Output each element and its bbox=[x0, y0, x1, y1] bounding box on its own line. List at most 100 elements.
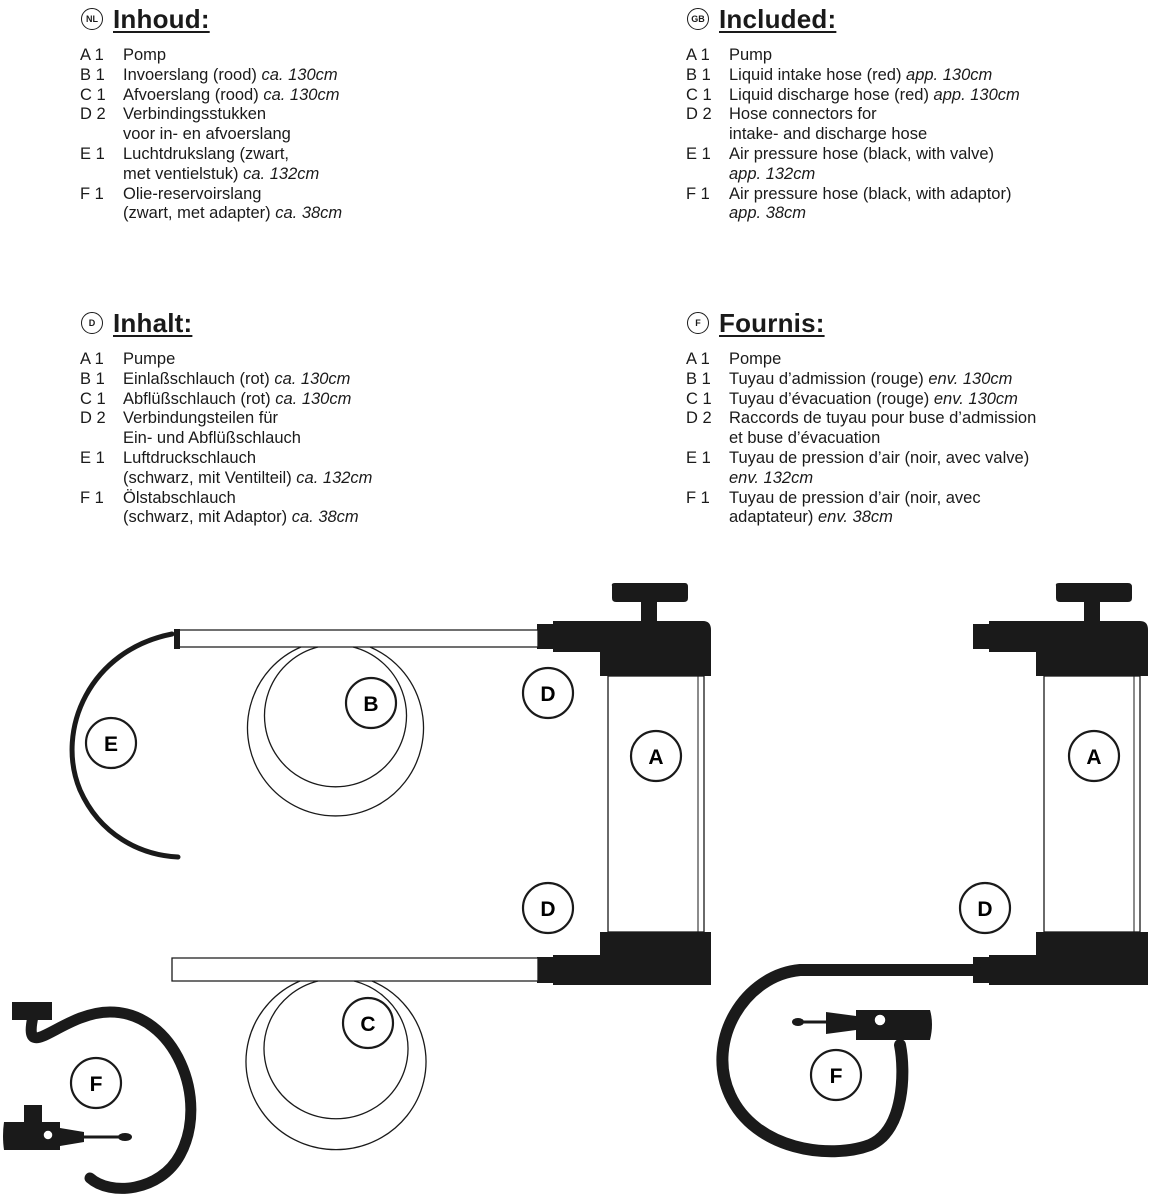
item-code: C 1 bbox=[686, 389, 712, 408]
item-description: Pompe bbox=[729, 350, 1151, 370]
label-f-left: F bbox=[69, 1056, 123, 1110]
pump-left bbox=[537, 583, 711, 985]
item-description: Liquid intake hose (red) app. 130cm bbox=[729, 66, 1151, 86]
pump-bottom-cap bbox=[1022, 932, 1148, 985]
description-text: intake- and discharge hose bbox=[729, 125, 928, 144]
length-spec: app. 38cm bbox=[729, 204, 807, 223]
description-text: (schwarz, mit Ventilteil) bbox=[123, 468, 297, 487]
description-text: Tuyau de pression d’air (noir, avec bbox=[729, 488, 981, 507]
pump-right bbox=[973, 583, 1148, 985]
section-title: Fournis: bbox=[719, 307, 825, 338]
description-line: (schwarz, mit Ventilteil) ca. 132cm bbox=[123, 469, 550, 489]
description-line: Pomp bbox=[123, 46, 550, 66]
pump-bottom-cap bbox=[586, 932, 711, 985]
section-heading: D Inhalt: bbox=[80, 306, 550, 340]
description-line: Luchtdrukslang (zwart, bbox=[123, 145, 550, 165]
description-text: Air pressure hose (black, with valve) bbox=[729, 144, 995, 163]
label-d-top: D bbox=[521, 666, 575, 720]
item-code: B 1 bbox=[80, 65, 105, 84]
description-text: Abflüßschlauch (rot) bbox=[123, 389, 276, 408]
description-line: intake- and discharge hose bbox=[729, 125, 1151, 145]
section-title: Inhalt: bbox=[113, 307, 193, 338]
item-code: C 1 bbox=[80, 389, 106, 408]
item-description: Pump bbox=[729, 46, 1151, 66]
description-line: Raccords de tuyau pour buse d’admission bbox=[729, 409, 1151, 429]
label-text: E bbox=[104, 733, 118, 756]
description-line: (schwarz, mit Adaptor) ca. 38cm bbox=[123, 508, 550, 528]
length-spec: env. 130cm bbox=[928, 369, 1013, 388]
item-code: F 1 bbox=[686, 488, 710, 507]
description-text: adaptateur) bbox=[729, 508, 818, 527]
description-text: Ein- und Abflüßschlauch bbox=[123, 429, 301, 448]
length-spec: ca. 130cm bbox=[275, 389, 352, 408]
label-text: F bbox=[90, 1073, 103, 1096]
description-text: Olie-reservoirslang bbox=[123, 184, 262, 203]
length-spec: app. 132cm bbox=[729, 164, 816, 183]
description-text: Tuyau de pression d’air (noir, avec valv… bbox=[729, 448, 1030, 467]
pump-bottom-nozzle bbox=[537, 955, 588, 985]
item-code: B 1 bbox=[80, 369, 105, 388]
language-badge-d: D bbox=[81, 312, 103, 334]
length-spec: ca. 130cm bbox=[261, 65, 338, 84]
item-code: C 1 bbox=[80, 85, 106, 104]
pump-top-nozzle bbox=[537, 621, 588, 652]
item-description: Air pressure hose (black, with valve)app… bbox=[729, 145, 1151, 185]
item-code: F 1 bbox=[80, 184, 104, 203]
adaptor-hose-right bbox=[716, 964, 981, 1158]
label-text: D bbox=[540, 683, 555, 706]
item-code: A 1 bbox=[686, 350, 710, 368]
label-a-left: A bbox=[629, 729, 683, 783]
description-text: Invoerslang (rood) bbox=[123, 65, 262, 84]
item-description: Tuyau d’admission (rouge) env. 130cm bbox=[729, 370, 1151, 390]
pump-top-cap bbox=[1022, 621, 1148, 676]
item-description: Liquid discharge hose (red) app. 130cm bbox=[729, 86, 1151, 106]
item-code: E 1 bbox=[80, 448, 105, 467]
label-text: D bbox=[977, 898, 992, 921]
label-f-right: F bbox=[809, 1048, 863, 1102]
item-description: Tuyau de pression d’air (noir, avec valv… bbox=[729, 449, 1151, 489]
description-line: Pump bbox=[729, 46, 1151, 66]
item-description: Invoerslang (rood) ca. 130cm bbox=[123, 66, 550, 86]
pump-cylinder bbox=[607, 675, 705, 933]
item-code: D 2 bbox=[80, 409, 106, 428]
length-spec: env. 132cm bbox=[729, 468, 814, 487]
language-badge-nl: NL bbox=[81, 8, 103, 30]
description-text: (schwarz, mit Adaptor) bbox=[123, 508, 292, 527]
item-description: Abflüßschlauch (rot) ca. 130cm bbox=[123, 390, 550, 410]
description-text: Afvoerslang (rood) bbox=[123, 85, 264, 104]
description-text: met ventielstuk) bbox=[123, 164, 244, 183]
item-code: E 1 bbox=[686, 448, 711, 467]
list-item: E 1 Tuyau de pression d’air (noir, avec v… bbox=[686, 449, 1151, 489]
description-line: Tuyau d’évacuation (rouge) env. 130cm bbox=[729, 390, 1151, 410]
description-text: Hose connectors for bbox=[729, 105, 877, 124]
list-item: C 1 Tuyau d’évacuation (rouge) env. 130cm bbox=[686, 390, 1151, 410]
description-line: Liquid intake hose (red) app. 130cm bbox=[729, 66, 1151, 86]
length-spec: ca. 132cm bbox=[296, 468, 373, 487]
description-text: Tuyau d’admission (rouge) bbox=[729, 369, 929, 388]
description-line: Verbindingsstukken bbox=[123, 105, 550, 125]
description-text: Liquid intake hose (red) bbox=[729, 65, 907, 84]
pump-top-cap bbox=[586, 621, 711, 676]
description-line: adaptateur) env. 38cm bbox=[729, 508, 1151, 528]
list-item: C 1 Abflüßschlauch (rot) ca. 130cm bbox=[80, 390, 550, 410]
label-b: B bbox=[344, 676, 398, 730]
description-line: Pumpe bbox=[123, 350, 550, 370]
length-spec: app. 130cm bbox=[906, 65, 993, 84]
item-code: A 1 bbox=[686, 46, 710, 64]
description-text: Luftdruckschlauch bbox=[123, 448, 256, 467]
item-description: Tuyau d’évacuation (rouge) env. 130cm bbox=[729, 390, 1151, 410]
label-text: F bbox=[830, 1065, 843, 1088]
item-description: Ölstabschlauch(schwarz, mit Adaptor) ca.… bbox=[123, 489, 550, 529]
